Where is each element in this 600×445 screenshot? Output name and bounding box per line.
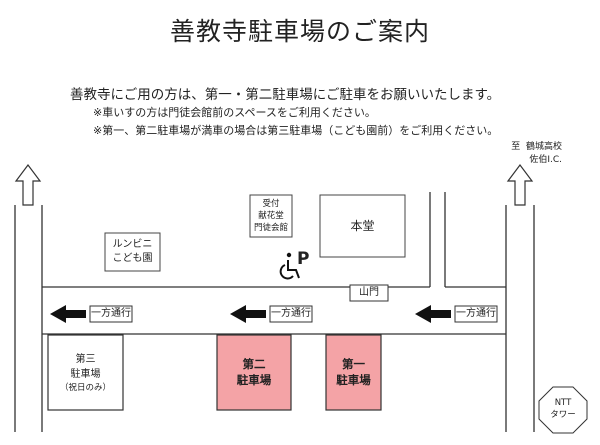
parking-third xyxy=(47,334,124,411)
direction-sign: 至 鶴城高校 佐伯I.C. xyxy=(511,141,562,167)
one-way-sign xyxy=(269,305,313,323)
parking-third-label: 第三 駐車場 （祝日のみ） xyxy=(48,352,123,394)
one-way-label: 一方通行 xyxy=(91,308,131,319)
note-overflow: ※第一、第二駐車場が満車の場合は第三駐車場（こども園前）をご利用ください。 xyxy=(93,124,499,137)
direction-line2: 佐伯I.C. xyxy=(529,155,562,165)
one-way-label: 一方通行 xyxy=(271,308,311,319)
wheelchair-icon xyxy=(279,252,300,280)
parking-first xyxy=(325,334,382,411)
page-title: 善教寺駐車場のご案内 xyxy=(169,17,430,46)
direction-line1: 鶴城高校 xyxy=(525,142,562,152)
ntt-tower-label: NTT タワー xyxy=(539,397,587,421)
parking-first-line1: 第一 xyxy=(342,357,365,371)
gate-label: 山門 xyxy=(359,287,379,298)
main-hall-building xyxy=(319,194,406,258)
parking-second xyxy=(216,334,292,411)
parking-second-line2: 駐車場 xyxy=(236,373,272,387)
parking-third-line2: 駐車場 xyxy=(70,369,101,380)
one-way-arrow-icon xyxy=(50,305,86,323)
direction-prefix: 至 xyxy=(511,142,521,152)
one-way-arrow-icon xyxy=(230,305,266,323)
parking-third-line1: 第三 xyxy=(75,354,96,365)
ntt-line2: タワー xyxy=(550,410,576,420)
reception-building xyxy=(249,194,293,238)
kindergarten-line1: ルンビニ xyxy=(112,239,153,250)
parking-second-line1: 第二 xyxy=(242,357,266,371)
ntt-tower-shape xyxy=(538,386,588,434)
ntt-line1: NTT xyxy=(554,398,572,408)
reception-line2: 献花堂 xyxy=(258,211,284,221)
main-hall-label: 本堂 xyxy=(350,219,375,233)
kindergarten-building xyxy=(104,232,161,272)
parking-first-line2: 駐車場 xyxy=(336,373,371,387)
up-arrow-left-icon xyxy=(14,164,42,206)
one-way-arrow-icon xyxy=(415,305,451,323)
up-arrow-right-icon xyxy=(506,164,534,206)
reception-label: 受付 献花堂 門徒会館 xyxy=(250,198,292,234)
parking-first-label: 第一 駐車場 xyxy=(326,356,381,388)
reception-line1: 受付 xyxy=(262,199,280,209)
accessible-parking-mark: P xyxy=(297,249,310,269)
reception-line3: 門徒会館 xyxy=(253,223,288,233)
parking-third-note: （祝日のみ） xyxy=(59,383,111,393)
note-wheelchair: ※車いすの方は門徒会館前のスペースをご利用ください。 xyxy=(93,106,376,119)
one-way-sign xyxy=(89,305,133,323)
kindergarten-line2: こども園 xyxy=(112,253,153,264)
one-way-label: 一方通行 xyxy=(456,308,496,319)
parking-second-label: 第二 駐車場 xyxy=(217,356,291,388)
intro-text: 善教寺にご用の方は、第一・第二駐車場にご駐車をお願いいたします。 xyxy=(70,87,501,103)
gate-box xyxy=(349,284,389,302)
one-way-sign xyxy=(454,305,498,323)
kindergarten-label: ルンビニ こども園 xyxy=(105,238,160,266)
